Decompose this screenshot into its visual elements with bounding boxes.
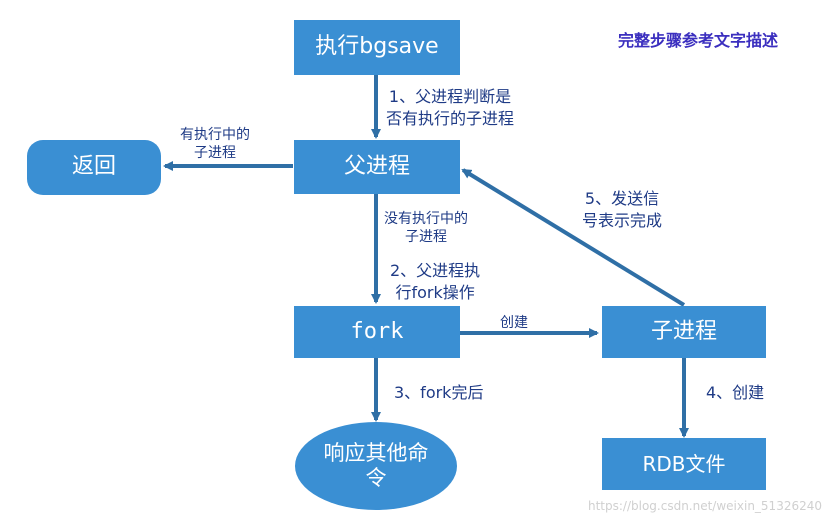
node-respond: 响应其他命令 <box>295 422 457 510</box>
watermark: https://blog.csdn.net/weixin_51326240 <box>587 499 822 513</box>
label-no-child: 没有执行中的 子进程 <box>384 210 468 246</box>
label-step1-line2: 否有执行的子进程 <box>386 108 515 128</box>
label-step2-line2: 行fork操作 <box>395 282 475 302</box>
label-has-child-line1: 有执行中的 <box>180 127 250 143</box>
label-step4: 4、创建 <box>706 383 765 402</box>
label-step5-line1: 5、发送信 <box>584 189 660 208</box>
node-child: 子进程 <box>602 306 766 358</box>
label-step2-line1: 2、父进程执 <box>390 261 481 280</box>
label-has-child: 有执行中的 子进程 <box>180 126 250 162</box>
label-step2: 2、父进程执 行fork操作 <box>390 260 480 303</box>
node-parent: 父进程 <box>294 140 460 194</box>
node-rdb: RDB文件 <box>602 438 766 490</box>
note-text: 完整步骤参考文字描述 <box>618 31 779 50</box>
label-step1-line1: 1、父进程判断是 <box>388 87 512 106</box>
node-bgsave: 执行bgsave <box>294 20 460 75</box>
label-step5: 5、发送信 号表示完成 <box>582 188 662 231</box>
label-create: 创建 <box>500 315 528 331</box>
label-step5-line2: 号表示完成 <box>582 210 663 230</box>
label-has-child-line2: 子进程 <box>194 145 236 162</box>
edge-child-to-parent <box>461 168 686 307</box>
node-return: 返回 <box>27 140 161 195</box>
label-no-child-line1: 没有执行中的 <box>384 211 468 227</box>
label-step3: 3、fork完后 <box>394 383 484 402</box>
node-fork: fork <box>294 306 460 358</box>
label-no-child-line2: 子进程 <box>405 229 447 246</box>
label-step1: 1、父进程判断是 否有执行的子进程 <box>386 86 514 129</box>
